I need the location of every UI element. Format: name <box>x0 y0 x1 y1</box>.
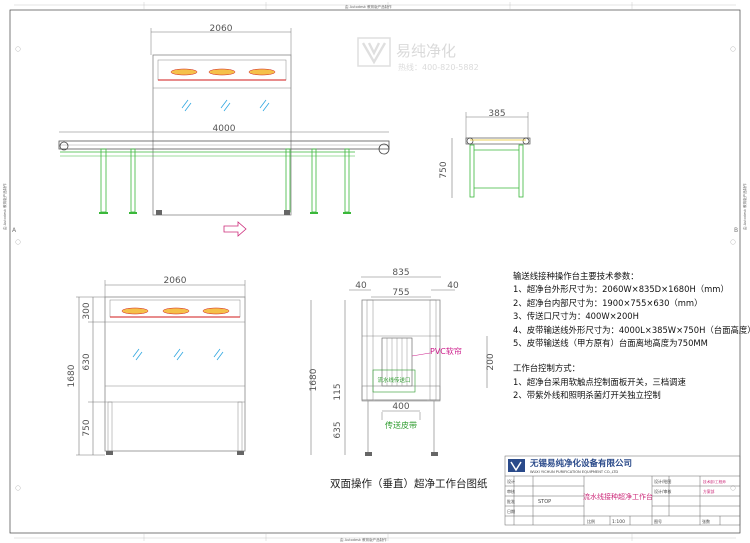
conveyor-motor <box>378 143 390 155</box>
drawing-name: 流水线接种超净工作台 <box>583 492 653 501</box>
leg-feet <box>99 212 351 214</box>
spec-item: 3、传送口尺寸为：400W×200H <box>513 311 639 322</box>
glass-panel-hatch <box>181 99 270 112</box>
dim-side-w40-right: 40 <box>447 281 459 291</box>
watermark-brand: 易纯净化 <box>396 42 456 60</box>
spec-title: 输送线接种操作台主要技术参数： <box>513 271 639 281</box>
tb-stop: STOP <box>538 499 551 505</box>
sheet-tick-marks <box>143 2 633 541</box>
dim-belt-width: 400 <box>392 402 409 412</box>
bench-foot <box>284 210 290 215</box>
tb-label-sheet: 张数 <box>702 518 710 524</box>
dim-conveyor-height: 750 <box>439 161 449 178</box>
tb-label-scale: 比例 <box>587 518 595 524</box>
lamp-icon <box>121 307 230 315</box>
company-logo <box>508 459 525 472</box>
sheet-mark-circle <box>15 46 21 52</box>
bench-foot <box>156 210 162 215</box>
sheet-mark-circle <box>730 239 736 245</box>
control-item: 2、带紫外线和照明杀菌灯开关独立控制 <box>513 390 661 401</box>
title-block <box>504 455 741 526</box>
grid-letter-a: A <box>12 227 17 234</box>
tb-label-checker: 设计/审核 <box>654 488 671 494</box>
sheet-note-top: 由 Autodesk 教育版产品制作 <box>345 4 392 9</box>
sheet-note-bottom: 由 Autodesk 教育版产品制作 <box>340 537 387 542</box>
dim-side-depth: 835 <box>392 268 409 278</box>
transfer-port-label: 流水线传送口 <box>377 376 410 384</box>
sheet-note-right: 由 Autodesk 教育版产品制作 <box>742 183 747 230</box>
pvc-curtain-label: PVC软帘 <box>430 346 462 356</box>
control-item: 1、超净台采用软触点控制面板开关，三档调速 <box>513 376 686 387</box>
tb-label-check: 审核 <box>507 488 515 494</box>
watermark: 易纯净化 热线：400-820-5882 <box>357 37 479 72</box>
dim-front-h-750: 750 <box>82 419 92 436</box>
dim-port-height: 200 <box>486 353 496 370</box>
company-name-en: WUXI YICHUN PURIFICATION EQUIPMENT CO.,L… <box>530 470 618 474</box>
spec-item: 1、超净台外形尺寸为：2060W×835D×1680H（mm） <box>513 284 729 295</box>
front-cabinet <box>104 296 246 452</box>
tb-label-no: 图号 <box>654 518 662 524</box>
company-logo-icon <box>510 461 522 472</box>
sheet-mark-circle <box>15 239 21 245</box>
tb-label-approve: 批准 <box>507 498 515 504</box>
dim-front-width: 2060 <box>164 276 187 286</box>
spec-item: 5、皮带输送线（甲方原有）台面离地高度为750MM <box>513 338 708 349</box>
tb-value-designer: 技术部/工程师 <box>703 479 726 484</box>
company-name: 无锡易纯净化设备有限公司 <box>529 458 632 469</box>
tb-scale-value: 1:100 <box>612 519 625 525</box>
spec-item: 4、皮带输送线外形尺寸为：4000L×385W×750H（台面高度） <box>513 324 750 335</box>
side-section-view: 835 40 755 40 流水线传送口 PVC软帘 400 传送皮带 200 <box>309 268 496 456</box>
sheet-mark-circle <box>15 485 21 491</box>
glass-panel-hatch <box>132 348 224 361</box>
spec-item: 2、超净台内部尺寸为：1900×755×630（mm） <box>513 297 703 308</box>
sheet-border <box>9 9 741 534</box>
dim-conveyor-length: 4000 <box>213 124 236 134</box>
front-view: 2060 1680 300 630 750 <box>67 276 246 456</box>
tb-label-designer: 设计/绘图 <box>654 478 671 484</box>
transfer-port-box <box>372 369 416 393</box>
dim-side-h-635: 635 <box>333 421 343 438</box>
diagram-title: 双面操作（垂直）超净工作台图纸 <box>330 478 488 490</box>
conveyor-legs <box>100 148 350 213</box>
conveyor-roller <box>59 141 69 151</box>
sheet-mark-circle <box>730 46 736 52</box>
sheet-mark-circle <box>730 485 736 491</box>
dim-top-width: 2060 <box>210 24 233 34</box>
dim-side-inner-width: 755 <box>392 288 409 298</box>
conveyor-direction-arrow-icon <box>223 221 247 237</box>
side-cabinet <box>361 299 441 401</box>
watermark-logo-icon <box>361 42 387 65</box>
lamp-icon <box>170 68 276 76</box>
watermark-phone: 热线：400-820-5882 <box>398 62 479 72</box>
grid-letter-b: B <box>734 227 738 234</box>
tb-label-date: 日期 <box>507 508 515 514</box>
conveyor-side-view: 385 750 <box>439 109 531 198</box>
dim-conveyor-width: 385 <box>488 109 505 119</box>
sheet-note-left: 由 Autodesk 教育版产品制作 <box>2 183 7 230</box>
conveyor-top-plate <box>465 137 531 145</box>
belt-label: 传送皮带 <box>385 420 417 430</box>
dim-front-height-total: 1680 <box>67 364 77 387</box>
top-elevation-view: 2060 4000 <box>58 24 390 237</box>
tb-value-checker: 方案部 <box>703 489 715 494</box>
control-title: 工作台控制方式： <box>513 363 580 374</box>
dim-side-h-115: 115 <box>333 383 343 400</box>
dim-side-w40-left: 40 <box>355 281 367 291</box>
bench-cabinet <box>152 54 292 216</box>
dim-side-height-total: 1680 <box>309 368 319 391</box>
spec-notes: 输送线接种操作台主要技术参数： 1、超净台外形尺寸为：2060W×835D×16… <box>513 270 750 403</box>
dim-front-h-630: 630 <box>82 353 92 370</box>
dim-front-h-300: 300 <box>82 302 92 319</box>
tb-label-design: 设计 <box>507 478 515 484</box>
